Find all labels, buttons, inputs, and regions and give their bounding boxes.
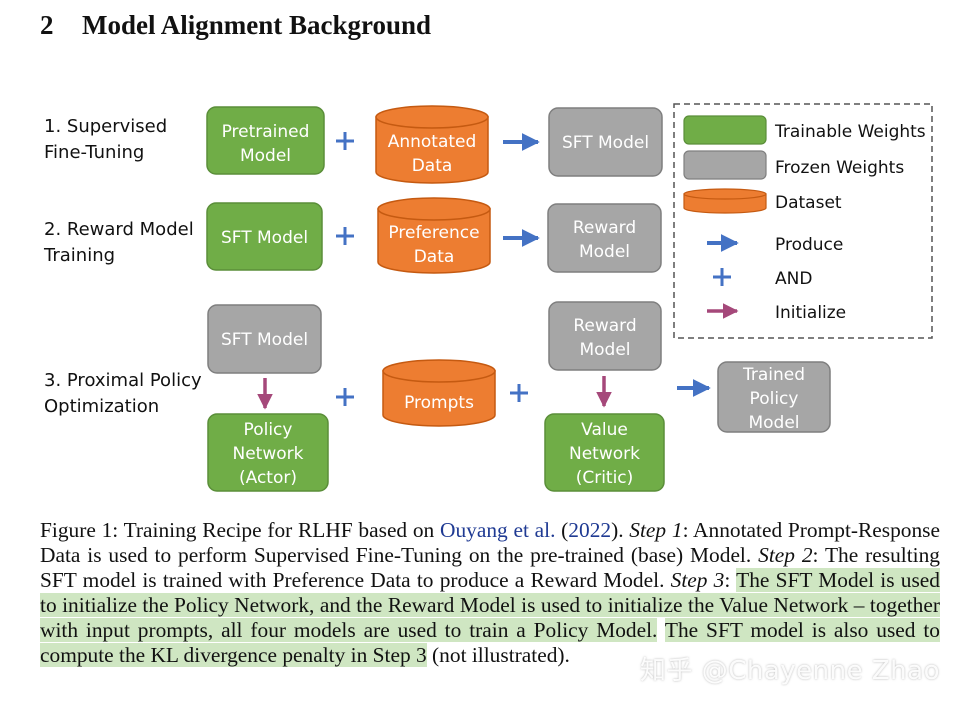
legend-produce-label: Produce (775, 235, 843, 255)
policy-line3: (Actor) (239, 468, 297, 488)
legend-plus-icon (713, 268, 731, 286)
plus-icon (336, 227, 354, 245)
reward-line1: Reward (573, 218, 636, 238)
reward3-line2: Model (579, 340, 630, 360)
annotated-data-cylinder: Annotated Data (375, 105, 489, 184)
rlhf-diagram: 1. Supervised Fine-Tuning 2. Reward Mode… (43, 103, 933, 492)
caption-text: Figure 1: Training Recipe for RLHF based… (40, 518, 440, 542)
reward-model-node: Reward Model (547, 203, 662, 273)
step2-label-line2: Training (43, 245, 115, 266)
preference-data-cylinder: Preference Data (377, 197, 491, 274)
reward3-line1: Reward (573, 316, 636, 336)
caption-text: ( (555, 518, 569, 542)
sft-model-node-1: SFT Model (548, 107, 663, 177)
legend-trainable-swatch (683, 115, 767, 145)
pretrained-line1: Pretrained (222, 122, 310, 142)
legend: Trainable Weights Frozen Weights Dataset… (673, 103, 933, 339)
citation-link[interactable]: Ouyang et al. (440, 518, 556, 542)
preference-line2: Data (414, 247, 455, 267)
step2-emphasis: Step 2 (758, 543, 813, 567)
trained-policy-model-node: Trained Policy Model (717, 361, 831, 433)
step1-emphasis: Step 1 (629, 518, 683, 542)
sft-model-2-label: SFT Model (221, 228, 308, 248)
figure-caption: Figure 1: Training Recipe for RLHF based… (40, 518, 940, 668)
legend-frozen-swatch (683, 150, 767, 180)
step1-label-line2: Fine-Tuning (44, 142, 144, 163)
annotated-line1: Annotated (388, 132, 477, 152)
caption-text (657, 618, 665, 642)
caption-text: : Annotated Prompt-Response Data is used… (40, 518, 941, 567)
plus-icon (336, 132, 354, 150)
caption-text: (not illustrated). (426, 643, 570, 667)
section-title: Model Alignment Background (82, 10, 432, 40)
step3-label-line2: Optimization (44, 396, 159, 417)
plus-icon (510, 384, 528, 402)
watermark: 知乎 @Chayenne Zhao (639, 656, 940, 686)
policy-network-node: Policy Network (Actor) (207, 413, 329, 492)
trained-line1: Trained (742, 365, 805, 385)
step3-emphasis: Step 3 (670, 568, 725, 592)
legend-and-label: AND (775, 269, 812, 289)
policy-line1: Policy (244, 420, 293, 440)
section-number: 2 (40, 10, 54, 40)
sft-model-3-label: SFT Model (221, 330, 308, 350)
caption-text: : (724, 568, 737, 592)
sft-model-node-2: SFT Model (206, 202, 323, 271)
reward-line2: Model (579, 242, 630, 262)
legend-trainable-label: Trainable Weights (774, 122, 926, 142)
step3-label-line1: 3. Proximal Policy (44, 370, 202, 391)
caption-text: ). (611, 518, 630, 542)
annotated-line2: Data (412, 156, 453, 176)
value-line2: Network (569, 444, 640, 464)
citation-year-link[interactable]: 2022 (568, 518, 612, 542)
legend-dataset-swatch (683, 188, 767, 214)
legend-frozen-label: Frozen Weights (775, 158, 904, 178)
preference-line1: Preference (388, 223, 479, 243)
legend-initialize-label: Initialize (775, 303, 846, 323)
prompts-label: Prompts (404, 393, 474, 413)
sft-model-1-label: SFT Model (562, 133, 649, 153)
trained-line3: Model (748, 413, 799, 433)
step1-label-line1: 1. Supervised (44, 116, 167, 137)
trained-line2: Policy (750, 389, 799, 409)
value-line1: Value (581, 420, 628, 440)
prompts-cylinder: Prompts (382, 359, 496, 427)
policy-line2: Network (233, 444, 304, 464)
plus-icon (336, 388, 354, 406)
caption-text: : The resulting SFT model is trained wit… (40, 543, 940, 592)
step2-label-line1: 2. Reward Model (44, 219, 194, 240)
pretrained-line2: Model (240, 146, 291, 166)
reward-model-node-3: Reward Model (548, 301, 662, 371)
pretrained-model-node: Pretrained Model (206, 106, 325, 175)
sft-model-node-3: SFT Model (207, 304, 322, 374)
section-heading: 2 Model Alignment Background (40, 10, 431, 41)
value-line3: (Critic) (576, 468, 634, 488)
legend-dataset-label: Dataset (775, 193, 842, 213)
value-network-node: Value Network (Critic) (544, 413, 665, 492)
